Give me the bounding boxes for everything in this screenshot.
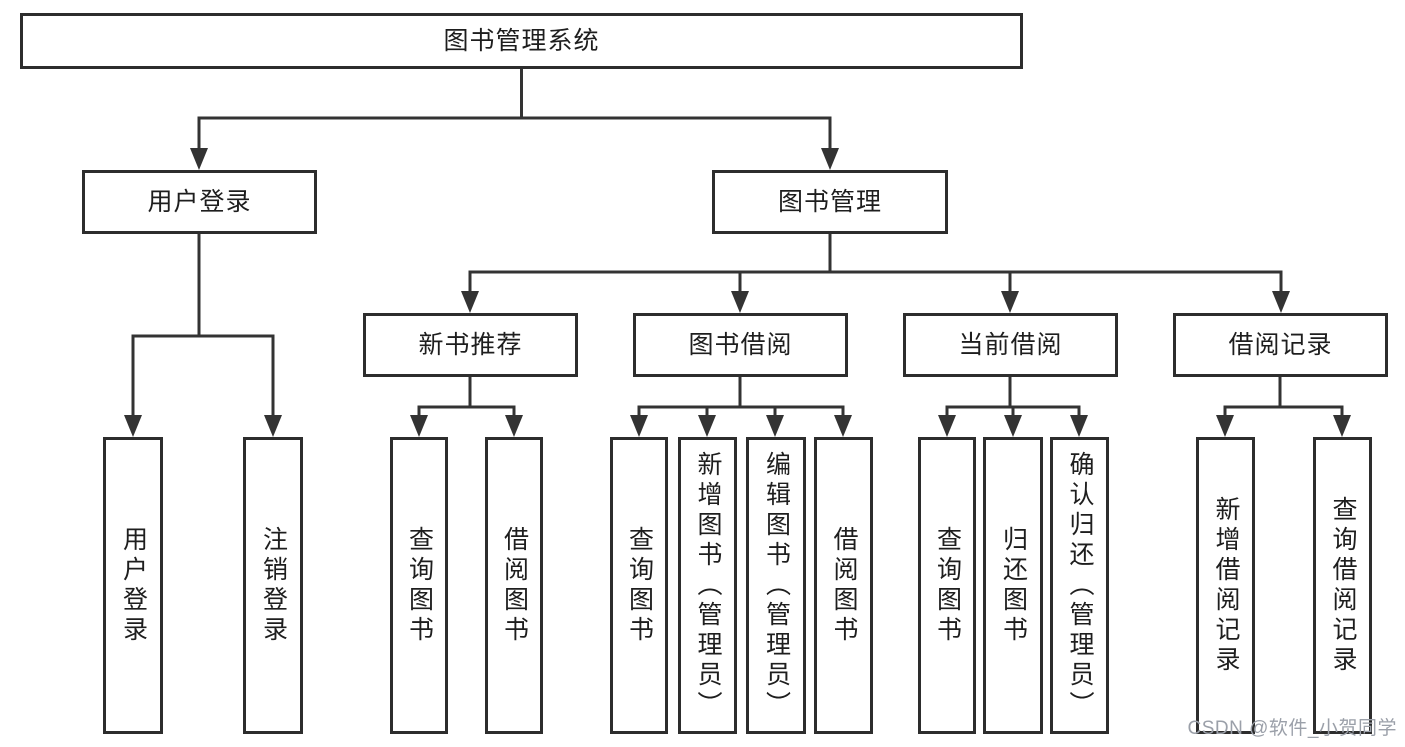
leaf-borrow-books: 借阅图书 (814, 437, 873, 734)
arrowhead (1001, 291, 1019, 313)
arrowhead (124, 415, 142, 437)
arrowhead (264, 415, 282, 437)
arrowhead (505, 415, 523, 437)
node-new-book-recommend: 新书推荐 (363, 313, 578, 377)
leaf-add-books-admin: 新增图书（管理员） (678, 437, 737, 734)
connector-user-login-children (124, 232, 282, 437)
arrowhead (461, 291, 479, 313)
arrowhead (834, 415, 852, 437)
leaf-user-login: 用户登录 (103, 437, 163, 734)
node-borrow-record: 借阅记录 (1173, 313, 1388, 377)
node-book-borrow: 图书借阅 (633, 313, 848, 377)
connector-current-borrow-children (938, 375, 1088, 437)
arrowhead (1004, 415, 1022, 437)
leaf-query-books-current: 查询图书 (918, 437, 976, 734)
connector-borrow-record-children (1216, 375, 1351, 437)
arrowhead (630, 415, 648, 437)
leaf-borrow-books-recommend: 借阅图书 (485, 437, 543, 734)
connector-new-book-recommend-children (410, 375, 523, 437)
leaf-query-borrow-record: 查询借阅记录 (1313, 437, 1372, 734)
arrowhead (938, 415, 956, 437)
arrowhead (410, 415, 428, 437)
arrowhead (821, 148, 839, 170)
connector-book-management-to-level3 (461, 232, 1290, 313)
arrowhead (698, 415, 716, 437)
arrowhead (1333, 415, 1351, 437)
node-current-borrow: 当前借阅 (903, 313, 1118, 377)
arrowhead (1272, 291, 1290, 313)
leaf-return-books: 归还图书 (983, 437, 1043, 734)
arrowhead (766, 415, 784, 437)
node-library-management-system: 图书管理系统 (20, 13, 1023, 69)
arrowhead (731, 291, 749, 313)
csdn-watermark: CSDN @软件_小贺同学 (1187, 718, 1397, 739)
arrowhead (1070, 415, 1088, 437)
leaf-query-books-recommend: 查询图书 (390, 437, 448, 734)
leaf-add-borrow-record: 新增借阅记录 (1196, 437, 1255, 734)
connector-root-to-level2 (190, 67, 839, 170)
leaf-logout-login: 注销登录 (243, 437, 303, 734)
node-book-management: 图书管理 (712, 170, 948, 234)
leaf-query-books-borrow: 查询图书 (610, 437, 668, 734)
connector-book-borrow-children (630, 375, 852, 437)
leaf-confirm-return-admin: 确认归还（管理员） (1050, 437, 1109, 734)
leaf-edit-books-admin: 编辑图书（管理员） (746, 437, 806, 734)
node-user-login: 用户登录 (82, 170, 317, 234)
arrowhead (1216, 415, 1234, 437)
arrowhead (190, 148, 208, 170)
